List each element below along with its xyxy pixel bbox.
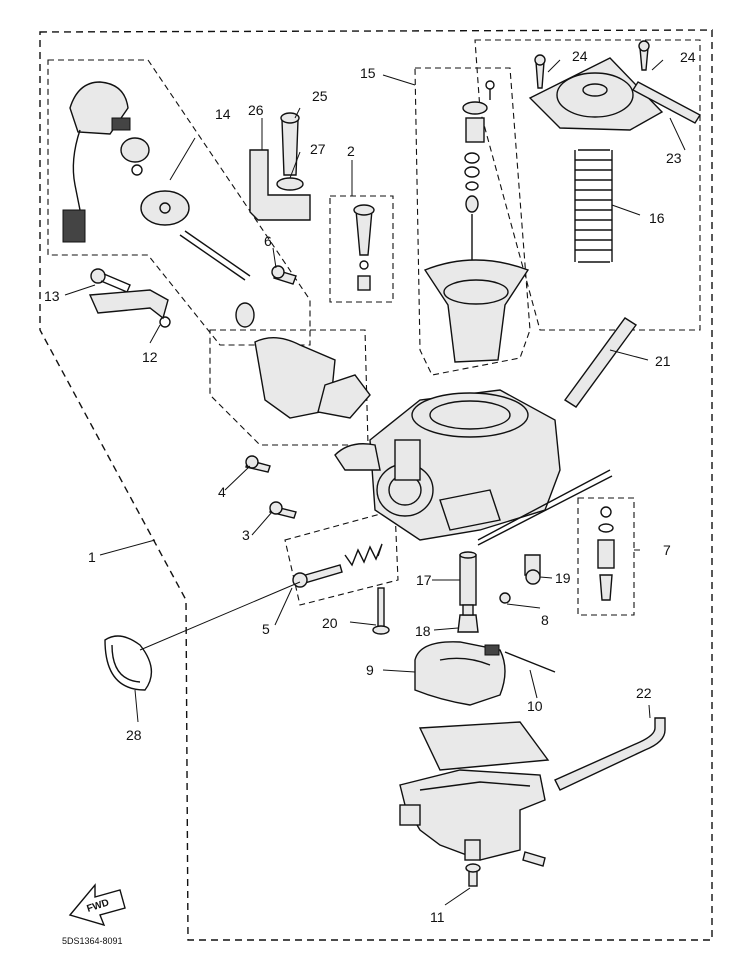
pilot-screw-box (329, 195, 394, 303)
part-3-screw (269, 501, 297, 519)
part-26-bracket (249, 149, 311, 221)
callout-23: 23 (666, 150, 682, 166)
carburetor-body (334, 389, 613, 546)
callout-21: 21 (655, 353, 671, 369)
part-6-screw (271, 265, 297, 285)
part-22-hose (554, 717, 666, 791)
forward-arrow-icon: FWD (68, 883, 126, 927)
part-16-spring (574, 149, 613, 263)
throttle-cable (139, 581, 301, 651)
callout-11: 11 (430, 909, 445, 925)
part-7-components (597, 506, 615, 601)
fwd-label: FWD (86, 897, 111, 915)
part-17-main-nozzle (459, 551, 477, 606)
throttle-sensor-group-outline (47, 59, 311, 346)
callout-7: 7 (663, 542, 671, 558)
figure-code: 5DS1364-8091 (62, 936, 123, 946)
throttle-sensor (62, 81, 190, 243)
part-10-pin (504, 651, 556, 673)
part-4-screw (245, 455, 271, 473)
callout-25: 25 (312, 88, 328, 104)
callout-3: 3 (242, 527, 250, 543)
callout-28: 28 (126, 727, 142, 743)
part-24-screw-left (534, 54, 546, 89)
callout-16: 16 (649, 210, 665, 226)
callout-24b: 24 (680, 49, 696, 65)
callout-1: 1 (88, 549, 96, 565)
callout-17: 17 (416, 572, 432, 588)
valve-7-box (577, 497, 635, 616)
part-14-plunger-spring (179, 230, 371, 419)
callout-9: 9 (366, 662, 374, 678)
part-19-fitting (524, 554, 541, 585)
part-8-screw (499, 592, 511, 604)
part-2-pilot-screw (353, 204, 375, 291)
part-15-needle-and-valve (423, 80, 530, 363)
callout-27: 27 (310, 141, 326, 157)
part-23-bracket (632, 81, 701, 124)
adjust-screw-group-outline (284, 509, 399, 606)
valve-group-outline (414, 67, 531, 376)
part-21-hose (563, 317, 638, 408)
part-28-clamp (104, 635, 153, 691)
callout-5: 5 (262, 621, 270, 637)
callout-4: 4 (218, 484, 226, 500)
starter-group-outline (209, 329, 369, 446)
part-27-washer (276, 177, 304, 191)
drain-screws (465, 851, 546, 887)
part-5-screw-and-spring (292, 543, 383, 588)
callout-2: 2 (347, 143, 355, 159)
part-25-screw (280, 112, 300, 176)
callout-18: 18 (415, 623, 431, 639)
callout-24a: 24 (572, 48, 588, 64)
callout-8: 8 (541, 612, 549, 628)
callout-19: 19 (555, 570, 571, 586)
diaphragm-cover (528, 57, 664, 131)
assembly-outline (39, 29, 713, 941)
part-18-main-jet (457, 604, 479, 633)
part-13-screw (90, 268, 131, 293)
callout-14: 14 (215, 106, 231, 122)
callout-6: 6 (264, 233, 272, 249)
float-bowl (399, 721, 550, 861)
callout-15: 15 (360, 65, 376, 81)
callout-12: 12 (142, 349, 158, 365)
callout-10: 10 (527, 698, 543, 714)
callout-13: 13 (44, 288, 60, 304)
callout-22: 22 (636, 685, 652, 701)
part-9-float (414, 641, 506, 706)
part-20-bolt (372, 587, 390, 635)
leader-lines (64, 59, 686, 906)
part-24-screw-right (638, 40, 650, 71)
callout-20: 20 (322, 615, 338, 631)
callout-26: 26 (248, 102, 264, 118)
part-12-link-clip (88, 289, 171, 328)
